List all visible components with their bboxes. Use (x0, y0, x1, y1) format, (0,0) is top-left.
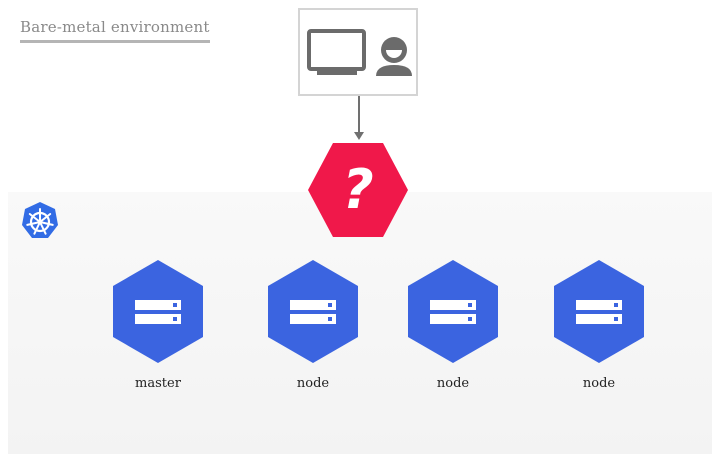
server-hexagon (268, 260, 358, 363)
worker-node: node (549, 260, 649, 400)
title-underline (20, 40, 210, 43)
worker-node: node (263, 260, 363, 400)
node-label: node (296, 376, 330, 391)
node-label: node (436, 376, 470, 391)
kubernetes-logo (22, 202, 58, 238)
monitor-icon (307, 29, 366, 75)
client-box (298, 8, 418, 96)
user-icon (376, 37, 412, 76)
server-hexagon (113, 260, 203, 363)
worker-node: node (403, 260, 503, 400)
server-hexagon (554, 260, 644, 363)
server-icon (135, 300, 181, 324)
server-icon (430, 300, 476, 324)
diagram-title: Bare-metal environment (20, 18, 210, 36)
master-node: master (108, 260, 208, 400)
server-icon (576, 300, 622, 324)
unknown-component-hexagon: ? (308, 143, 408, 237)
server-hexagon (408, 260, 498, 363)
down-arrow (354, 96, 364, 140)
server-icon (290, 300, 336, 324)
question-mark-icon: ? (342, 158, 373, 221)
node-label: node (582, 376, 616, 391)
node-label: master (135, 376, 181, 391)
